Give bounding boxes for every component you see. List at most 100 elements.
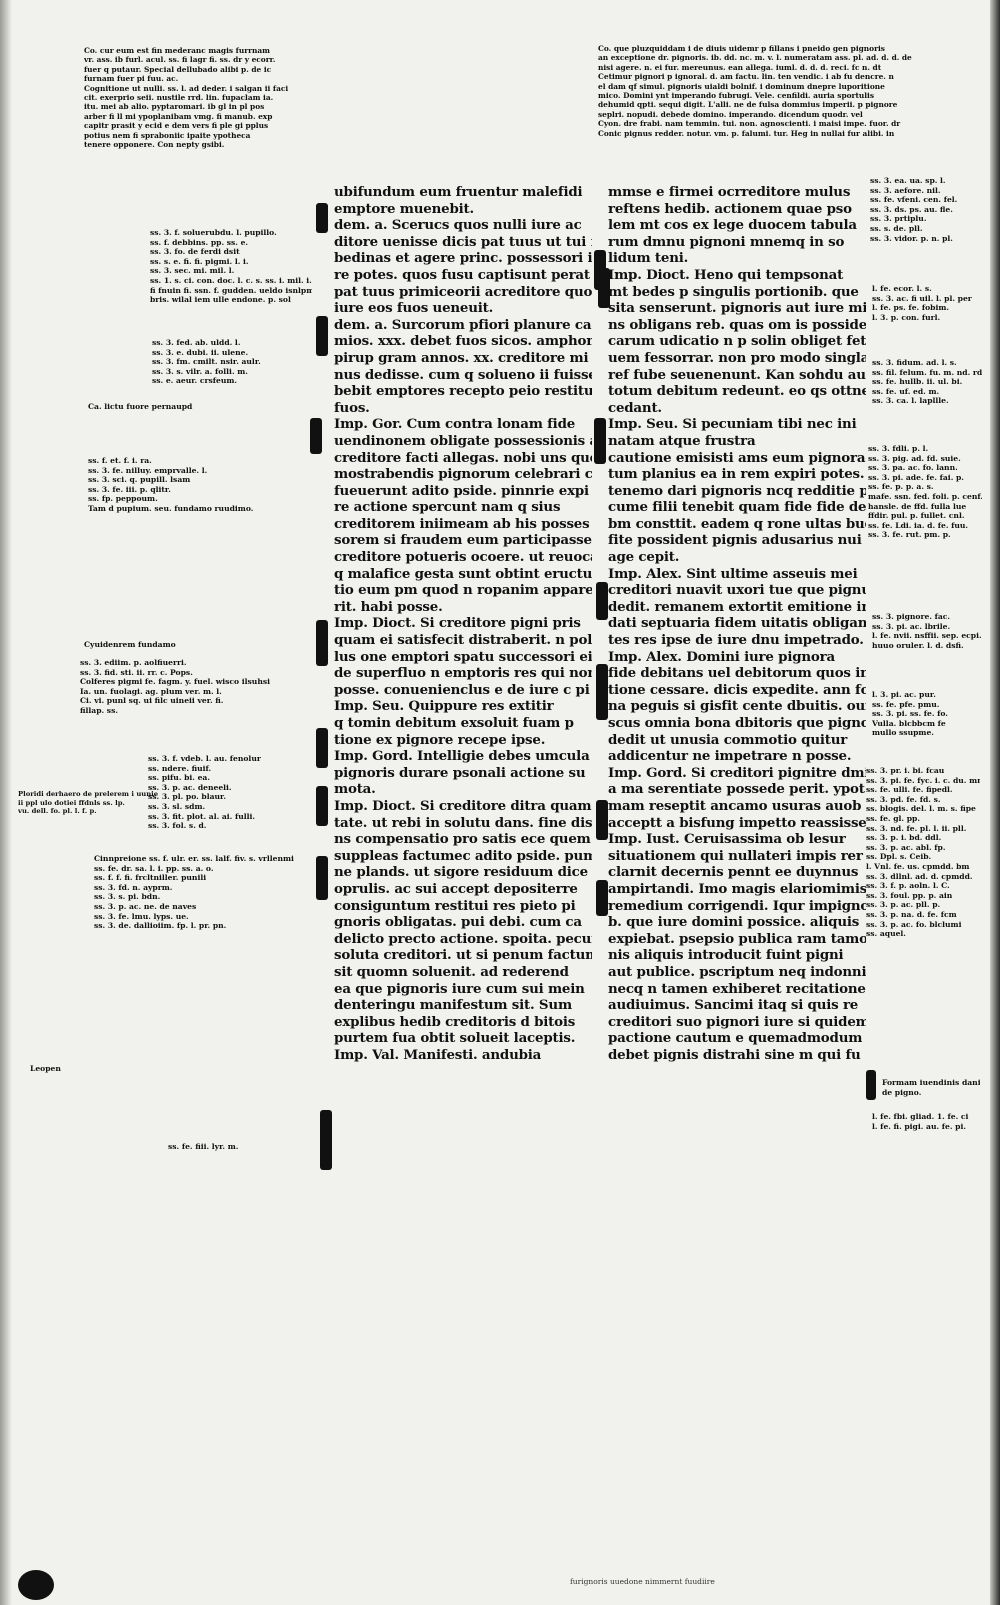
gloss-mid-right-d: ss. 3. fdli. p. l.ss. 3. pig. ad. fd. su…: [868, 444, 982, 540]
gloss-line: ss. 3. ac. fi uil. l. pl. per: [872, 293, 972, 303]
gloss-line: nisi agere. n. ei fur. mereunus. ean all…: [598, 62, 882, 72]
text-line: q tomin debitum exsoluit fuam p: [334, 715, 574, 731]
gloss-line: l. fe. fbi. gliad. 1. fe. ci: [872, 1112, 969, 1121]
gloss-line: ss. 3. ediim. p. aolfiuerri.: [80, 658, 187, 667]
gloss-line: ss. fe. hullb. ii. ul. bi.: [872, 377, 963, 387]
gloss-line: Cinnpreione ss. f. ulr. er. ss. lalf. fi…: [94, 854, 294, 863]
text-line: creditori suo pignori iure si quidem i: [608, 1013, 866, 1030]
text-line: remedium corrigendi. Iqur impignori: [608, 897, 866, 914]
gloss-line: Tam d pupium. seu. fundamo ruudimo.: [88, 503, 254, 513]
gloss-line: ss. 3. sci. q. pupill. lsam: [88, 475, 191, 485]
footer-catchword: furignoris uuedone nimmernt fuudiire: [570, 1577, 715, 1586]
gloss-line: Conic pignus redder. notur. vm. p. falum…: [598, 128, 895, 138]
gloss-line: ss. 3. fid. sti. ii. rr. c. Pops.: [80, 667, 193, 677]
text-line: tate. ut rebi in solutu dans. fine diste: [334, 814, 592, 831]
text-line: mmse e firmei ocrreditore mulus: [608, 184, 851, 200]
gloss-line: tenere opponere. Con nepty gsibi.: [84, 140, 225, 150]
gloss-line: ss. 3. sl. sdm.: [148, 801, 206, 811]
gloss-line: huuo oruler. l. d. dsfi.: [872, 640, 964, 650]
text-line: rum dmnu pignoni mnemq in so: [608, 233, 845, 250]
initial-I-col2-c: [594, 418, 606, 464]
gloss-line: ss. 3. nd. fe. pl. l. ii. pll.: [866, 823, 967, 833]
gloss-line: ss. 3. fo. de ferdi dsit: [150, 247, 240, 257]
text-line: carum udicatio n p solin obliget fet: [608, 333, 866, 350]
gloss-line: ss. 3. p. i. bd. ddl.: [866, 833, 942, 843]
gloss-line: ss. 3. vidor. p. n. pl.: [870, 233, 953, 243]
gloss-mid-right-c: ss. 3. fidum. ad. l. s.ss. fil. felum. f…: [872, 358, 982, 406]
page-edge: [990, 0, 1000, 1605]
text-line: ea que pignoris iure cum sui mein: [334, 980, 585, 997]
gloss-line: l. Vnl. fe. us. cpmdd. bm: [866, 861, 970, 871]
gloss-line: ss. Dpl. s. Ceib.: [866, 852, 932, 862]
gloss-line: ss. 3. pig. ad. fd. suie.: [868, 453, 961, 463]
text-line: re potes. quos fusu captisunt perat: [334, 266, 590, 283]
gloss-line: ss. aquel.: [866, 929, 906, 939]
text-line: nus dedisse. cum q solueno ii fuisse te: [334, 366, 592, 383]
text-line: denteringu manifestum sit. Sum: [334, 997, 572, 1014]
binding-shadow: [0, 0, 12, 1605]
gloss-line: ss. 3. fidum. ad. l. s.: [872, 358, 957, 367]
gloss-line: Ploridi derhaero de prelerem i uuniel: [18, 790, 158, 798]
gloss-line: ss. 3. ds. ps. au. fle.: [870, 204, 953, 214]
gloss-line: ss. f. f. fi. frcltniller. punili: [94, 873, 207, 883]
text-line: clarnit decernis pennt ee duynnus: [608, 864, 859, 881]
text-line: pirup gram annos. xx. creditore mi: [334, 349, 589, 366]
gloss-line: ss. 3. de. dallioiim. fp. l. pr. pn.: [94, 921, 227, 931]
gloss-line: mafe. ssn. fed. foli. p. cenf.: [868, 491, 982, 501]
text-line: lus one emptori spatu successori ei: [334, 648, 592, 665]
gloss-line: el dam qf simul. pignoris uialdi bolnif.…: [598, 81, 885, 91]
initial-I-col1-b: [316, 316, 328, 356]
gloss-line: ss. fe. vfeni. cen. fel.: [870, 195, 958, 205]
text-line: Imp. Iust. Ceruisassima ob lesur: [608, 831, 846, 848]
gloss-line: ss. 3. p. ac. pll. p.: [866, 900, 941, 910]
text-line: Imp. Dioct. Si creditore pigni pris: [334, 615, 581, 632]
gloss-line: ss. 3. ca. l. lapllle.: [872, 396, 949, 406]
gloss-line: seplri. nopudi. debede domino. imperando…: [598, 109, 863, 119]
text-line: Imp. Alex. Sint ultime asseuis mei: [608, 565, 858, 582]
text-line: bm consttit. eadem q rone ultas buer: [608, 515, 866, 532]
gloss-line: ss. 3. fe. lmu. lyps. ue.: [94, 911, 189, 921]
gloss-line: l. fe. ecor. l. s.: [872, 284, 932, 293]
text-line: fueuerunt adito pside. pinnrie expi: [334, 482, 589, 499]
initial-I-col2-b: [598, 268, 610, 308]
initial-I-col2-g: [596, 880, 608, 916]
text-line: dedit ut unusia commotio quitur: [608, 731, 848, 748]
text-line: consiguntum restitui res pieto pi: [334, 897, 576, 914]
text-line: sorem si fraudem eum participasse c: [334, 532, 592, 549]
text-line: dem. a. Scerucs quos nulli iure ac: [334, 217, 582, 234]
gloss-line: ss. fe. pfe. pmu.: [872, 699, 940, 709]
gloss-line: ss. 3. pd. fe. fd. s.: [866, 794, 941, 804]
text-line: bebit emptores recepto peio restituere: [334, 383, 592, 400]
gloss-line: ss. 3. fe. rut. pm. p.: [868, 530, 951, 540]
gloss-single-3: Leopen: [30, 1064, 61, 1073]
gloss-line: itu. mei ab alio. pyptaromari. ib gl in …: [84, 102, 265, 112]
gloss-line: ss. 3. prtiplu.: [870, 214, 927, 224]
gloss-line: fuer q putaur. Special dellubado alibi p…: [84, 64, 272, 74]
text-line: necq n tamen exhiberet recitatione.: [608, 980, 866, 997]
text-line: ref fube seuenenunt. Kan sohdu aut: [608, 366, 866, 383]
gloss-line: de pigno.: [882, 1087, 922, 1097]
initial-I-col1-a: [316, 203, 328, 233]
gloss-line: ss. 3. pi. ss. fe. fo.: [872, 709, 948, 719]
text-line: b. que iure domini possice. aliquis: [608, 914, 860, 931]
gloss-line: potius nem fi spraboniic ipaite ypotheca: [84, 130, 251, 140]
text-line: creditore facti allegas. nobi uns que: [334, 449, 592, 466]
gloss-line: ss. 3. pignore. fac.: [872, 612, 951, 621]
text-line: a ma serentiate possede perit. ypot fo: [608, 781, 866, 798]
text-line: na peguis si gisfit cente dbuitis. oum i…: [608, 698, 866, 715]
gloss-line: vr. ass. ib furl. acul. ss. fi lagr fi. …: [84, 55, 276, 65]
gloss-line: ss. 3. fm. cmilt. nsir. aulr.: [152, 357, 261, 367]
gloss-line: ss. e. aeur. crsfeum.: [152, 376, 238, 386]
gloss-line: l. 3. pi. ac. pur.: [872, 690, 936, 699]
text-line: posse. conuenienclus e de iure c pi: [334, 681, 590, 698]
gloss-line: ss. 3. p. ac. abl. fp.: [866, 842, 946, 852]
gloss-line: ss. 3. fit. plot. al. ai. fulli.: [148, 811, 256, 821]
text-line: ubifundum eum fruentur malefidi: [334, 184, 583, 200]
gloss-line: ss. 3. fd. n. ayprm.: [94, 882, 173, 892]
gloss-line: Cetimur pignori p ignoral. d. am factu. …: [598, 72, 894, 82]
gloss-line: dehumid qpti. sequi digit. L'alli. ne de…: [598, 100, 898, 110]
gloss-line: bris. wilal iem ulle endone. p. sol: [150, 295, 291, 305]
